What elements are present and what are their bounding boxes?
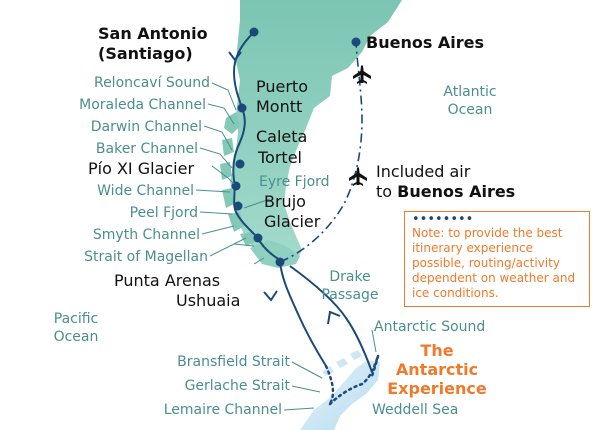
label-buenos-aires: Buenos Aires: [366, 33, 484, 52]
label-punta-arenas: Punta Arenas: [114, 271, 220, 290]
flight-prefix: to: [376, 182, 397, 201]
port-marker-brujo: [233, 201, 243, 211]
label-flight-2: to Buenos Aires: [376, 182, 515, 201]
label-brujo-2: Glacier: [264, 212, 321, 231]
label-brujo-1: Brujo: [264, 192, 306, 211]
airplane-icon: [353, 65, 371, 84]
sea-route-channels: [232, 107, 259, 239]
label-drake-1: Drake: [329, 269, 370, 285]
label-atlantic-2: Ocean: [448, 102, 493, 118]
label-antarctic-sound: Antarctic Sound: [374, 319, 485, 335]
sea-route-drake-south: [279, 261, 327, 367]
label-caleta-tortel-1: Caleta: [256, 127, 307, 146]
label-caleta-tortel-2: Tortel: [257, 148, 302, 167]
label-puerto-montt-2: Montt: [256, 97, 302, 116]
label-darwin: Darwin Channel: [91, 119, 202, 135]
sea-route-drake-north: [289, 265, 373, 373]
route-arrow-down: [228, 51, 242, 62]
label-reloncavi: Reloncaví Sound: [94, 75, 210, 91]
port-marker-punta-arenas: [253, 233, 263, 243]
route-arrow-south: [263, 290, 278, 302]
flight-destination: Buenos Aires: [397, 182, 515, 201]
air-route: [279, 43, 363, 263]
label-smyth: Smyth Channel: [93, 227, 200, 243]
label-moraleda: Moraleda Channel: [79, 97, 206, 113]
label-gerlache: Gerlache Strait: [185, 378, 291, 394]
label-eyre: Eyre Fjord: [259, 174, 330, 190]
label-experience-2: Antarctic: [396, 360, 478, 379]
dotted-route-legend: ••••••••: [412, 215, 474, 226]
label-experience-1: The: [420, 341, 453, 360]
port-marker-ushuaia: [275, 257, 285, 267]
label-magellan: Strait of Magellan: [84, 249, 208, 265]
airplane-icon: [349, 167, 367, 186]
port-marker-puerto-montt: [237, 103, 247, 113]
south-america-land: [230, 0, 402, 262]
south-shetland-islands: [322, 350, 362, 376]
label-pacific-1: Pacific: [54, 311, 99, 327]
label-puerto-montt-1: Puerto: [256, 77, 308, 96]
label-lemaire: Lemaire Channel: [164, 402, 282, 418]
label-flight-1: Included air: [376, 162, 471, 181]
routing-note-box: •••••••• Note: to provide the best itine…: [404, 211, 590, 307]
moon-icon: [86, 268, 99, 294]
label-baker: Baker Channel: [96, 141, 198, 157]
channel-leader-lines: [195, 82, 377, 411]
sea-route-north: [232, 31, 255, 109]
label-pio-xi: Pío XI Glacier: [88, 159, 194, 178]
route-arrow-north: [327, 310, 341, 325]
label-san-antonio-1: San Antonio: [98, 24, 208, 43]
tierra-del-fuego-land: [250, 240, 300, 268]
port-marker-san-antonio: [249, 27, 259, 37]
port-marker-buenos-aires: [351, 37, 361, 47]
label-experience-3: Experience: [387, 379, 487, 398]
label-peel: Peel Fjord: [130, 205, 198, 221]
label-wide: Wide Channel: [97, 183, 194, 199]
label-bransfield: Bransfield Strait: [177, 354, 290, 370]
label-drake-2: Passage: [321, 287, 378, 303]
label-ushuaia: Ushuaia: [176, 291, 240, 310]
port-marker-caleta-tortel: [235, 159, 245, 169]
label-pacific-2: Ocean: [54, 329, 99, 345]
label-atlantic-1: Atlantic: [443, 84, 496, 100]
label-weddell: Weddell Sea: [372, 402, 458, 418]
routing-note-text: Note: to provide the best itinerary expe…: [412, 226, 576, 300]
label-san-antonio-2: (Santiago): [98, 44, 193, 63]
antarctic-dotted-route: [324, 354, 380, 406]
